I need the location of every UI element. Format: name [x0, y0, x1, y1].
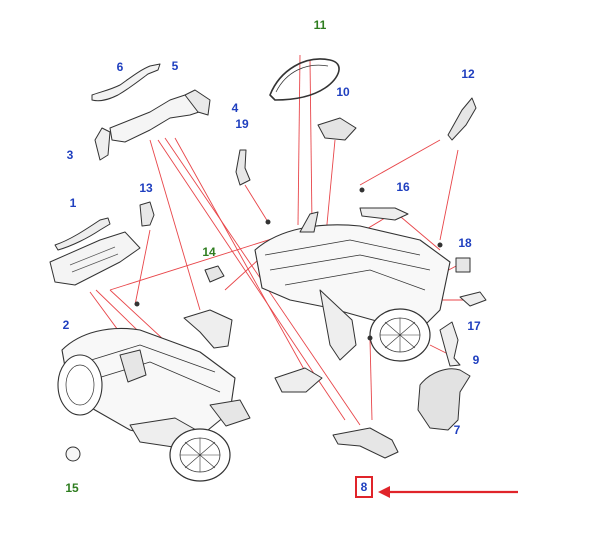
part-15: [65, 446, 81, 462]
part-3: [94, 127, 111, 161]
leader-line: [394, 211, 441, 251]
part-18: [455, 257, 471, 273]
part-bracket: [183, 309, 233, 349]
part-13: [139, 201, 155, 227]
part-11: [269, 58, 340, 101]
part-12: [447, 97, 477, 141]
leader-line: [134, 229, 151, 306]
callout-6[interactable]: 6: [116, 60, 124, 74]
callout-2[interactable]: 2: [62, 318, 70, 332]
callout-19[interactable]: 19: [235, 117, 249, 131]
leader-line: [439, 149, 459, 241]
callout-11[interactable]: 11: [313, 18, 327, 32]
callout-13[interactable]: 13: [139, 181, 153, 195]
leader-line: [149, 139, 201, 311]
callout-9[interactable]: 9: [472, 353, 480, 367]
callout-4[interactable]: 4: [231, 101, 239, 115]
part-9: [439, 321, 461, 367]
part-6: [91, 63, 161, 102]
callout-10[interactable]: 10: [336, 85, 350, 99]
part-5: [109, 94, 206, 143]
part-2: [49, 231, 141, 286]
part-7: [417, 368, 471, 431]
part-1: [54, 217, 111, 251]
callout-16[interactable]: 16: [396, 180, 410, 194]
leader-line: [309, 59, 313, 226]
selection-arrow: [378, 486, 518, 498]
callout-14[interactable]: 14: [202, 245, 216, 259]
part-19: [235, 149, 251, 186]
callout-1[interactable]: 1: [69, 196, 77, 210]
selected-part-highlight[interactable]: [355, 476, 373, 498]
part-16: [359, 207, 409, 221]
callout-5[interactable]: 5: [171, 59, 179, 73]
leader-line: [359, 139, 441, 186]
callout-12[interactable]: 12: [461, 67, 475, 81]
part-17: [459, 291, 487, 307]
vehicle-front-body: [254, 211, 451, 362]
leader-line: [297, 54, 301, 226]
part-4: [184, 89, 211, 116]
callout-3[interactable]: 3: [66, 148, 74, 162]
vehicle-rear-body: [57, 327, 251, 482]
callout-7[interactable]: 7: [453, 423, 461, 437]
parts-artwork: [49, 58, 487, 482]
part-bracket: [274, 367, 323, 393]
callout-15[interactable]: 15: [65, 481, 79, 495]
part-10: [317, 117, 357, 141]
callout-18[interactable]: 18: [458, 236, 472, 250]
selected-part-callout[interactable]: 8: [360, 480, 368, 494]
leader-line: [244, 184, 269, 223]
leader-line: [369, 339, 373, 421]
part-14: [204, 265, 225, 283]
leader-line: [174, 137, 311, 381]
callout-17[interactable]: 17: [467, 319, 481, 333]
part-8: [332, 427, 399, 459]
